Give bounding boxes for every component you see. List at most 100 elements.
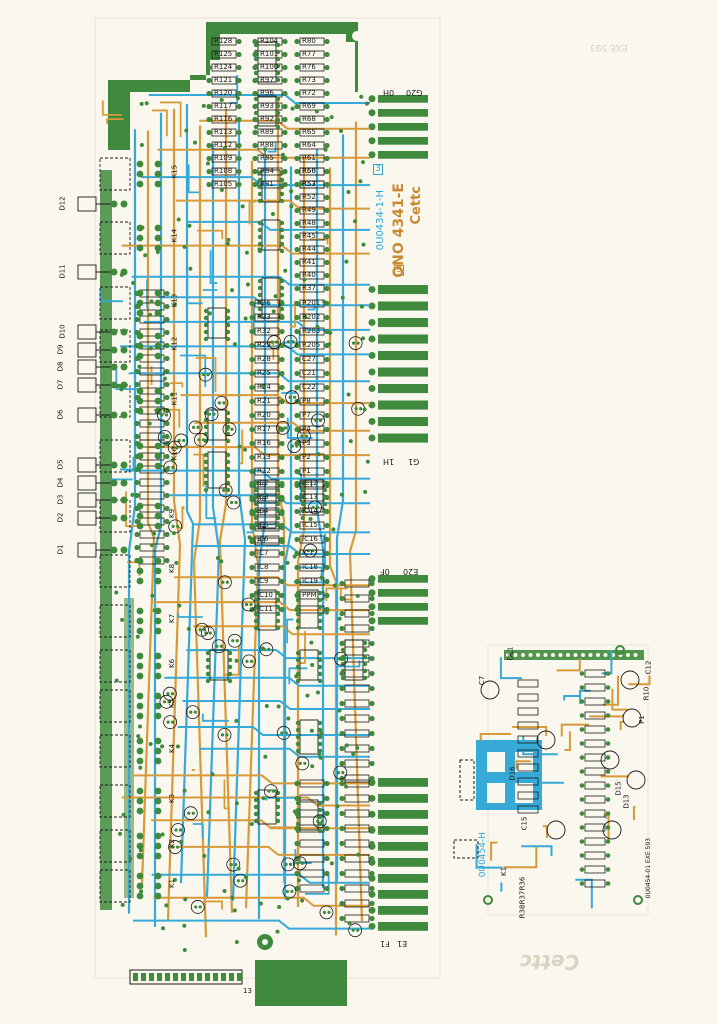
resistor-outline [257, 128, 283, 137]
part-label: IC19 [302, 576, 318, 585]
resistor-pad [206, 51, 212, 58]
ic-pin-pad [295, 590, 301, 596]
relay-pad [136, 607, 144, 615]
ic-pin-pad [279, 234, 285, 240]
bottom-ground-plane [255, 960, 347, 1006]
resistor-pad [279, 356, 285, 363]
capacitor-pad [249, 659, 254, 663]
small-capacitor [600, 750, 620, 770]
finger-pad [368, 890, 376, 898]
small-capacitor [546, 820, 566, 840]
via [137, 724, 142, 729]
connector-trace [191, 544, 370, 555]
bottom-layer-trace [231, 118, 247, 902]
capacitor-outline [303, 543, 318, 558]
via [219, 188, 224, 193]
part-label: R61 [302, 153, 316, 162]
diode-pad [110, 200, 118, 208]
mounting-hole [262, 939, 268, 945]
ic-pin-pad [295, 828, 301, 834]
ic-pin-pad [275, 494, 281, 500]
resistor-pad [252, 155, 258, 162]
resistor-pad [206, 90, 212, 97]
via [139, 889, 144, 894]
ic-pin-pad [203, 452, 209, 458]
connector-finger [378, 334, 428, 344]
diode-pad [120, 200, 128, 208]
part-label: R128 [214, 36, 233, 45]
diode-pad [110, 461, 118, 469]
diode-label: D7 [56, 379, 65, 390]
capacitor-pad [187, 811, 191, 815]
capacitor-pad [320, 819, 324, 823]
small-resistor [517, 707, 539, 716]
connector-finger [378, 826, 428, 835]
resistor-pad [282, 155, 288, 162]
resistor-pad [369, 810, 375, 817]
capacitor-pad [249, 602, 253, 607]
capacitor-outline [194, 432, 208, 447]
small-part-label: D13 [622, 794, 631, 809]
resistor-pad [279, 370, 285, 377]
ic-pin-pad [295, 814, 301, 820]
routing-trace [307, 304, 316, 311]
resistor-pad [249, 398, 255, 405]
small-board-strip-hole [596, 653, 600, 657]
resistor-pad [324, 285, 330, 292]
capacitor-outline [217, 575, 232, 590]
part-label: R41 [302, 257, 316, 266]
resistor-pad [339, 915, 345, 922]
capacitor-outline [226, 495, 241, 510]
via [315, 690, 320, 695]
via [215, 555, 220, 560]
resistor-pad [369, 580, 375, 587]
resistor-outline [257, 141, 283, 150]
small-resistor-pad [579, 867, 585, 872]
resistor-outline [299, 794, 325, 803]
capacitor-outline [308, 500, 322, 515]
capacitor-pad [354, 407, 358, 411]
small-resistor-pad [579, 741, 585, 746]
brand-label: Cettc [409, 186, 424, 225]
resistor-pad [134, 368, 140, 375]
resistor-outline [299, 355, 325, 364]
connector-finger [378, 384, 428, 394]
via [257, 247, 262, 252]
relay-outline [99, 221, 131, 255]
ic-pin-pad [322, 501, 328, 507]
connector-finger [378, 417, 428, 427]
small-board-trace [632, 806, 636, 821]
capacitor-outline [159, 694, 174, 709]
connector-finger [378, 318, 428, 328]
resistor-pad [324, 370, 330, 377]
capacitor-pad [298, 761, 302, 766]
small-part-label: K1 [500, 866, 509, 877]
resistor-outline [344, 824, 370, 833]
small-part-label: R10 [642, 686, 651, 701]
resistor-outline [299, 102, 325, 111]
routing-trace [191, 768, 195, 772]
via [263, 754, 268, 759]
resistor-pad [324, 220, 330, 227]
relay-pad [136, 502, 144, 510]
resistor-pad [339, 625, 345, 632]
ic-pin-pad [279, 184, 285, 190]
resistor-outline [254, 355, 280, 364]
ic-pin-pad [205, 657, 211, 663]
small-board-mount-hole [633, 895, 643, 905]
relay-pad [136, 662, 144, 670]
via [260, 646, 265, 651]
resistor-pad [164, 303, 170, 310]
ic-pin-pad [225, 466, 231, 472]
resistor-outline [344, 914, 370, 923]
routing-trace [178, 508, 184, 529]
small-board-trace [503, 846, 538, 869]
small-part-label: C15 [520, 816, 529, 831]
ic-pin-pad [257, 198, 263, 204]
header-pin [229, 973, 234, 981]
relay-pad [136, 512, 144, 520]
diode-body [77, 196, 97, 212]
bottom-layer-trace [179, 104, 195, 884]
via [314, 109, 319, 114]
finger-pad [368, 351, 376, 359]
